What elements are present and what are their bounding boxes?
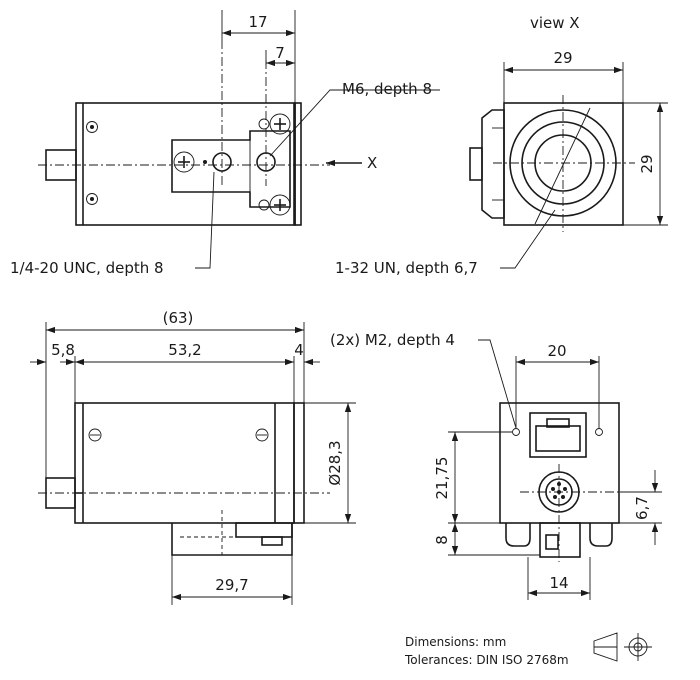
screw-icon [255, 428, 269, 442]
footer-dimensions: Dimensions: mm [405, 635, 506, 649]
label-132un: 1-32 UN, depth 6,7 [335, 259, 478, 277]
leader-m2 [478, 339, 517, 429]
view-x-title: view X [530, 14, 580, 32]
dim-53-2: 53,2 [168, 341, 201, 359]
screw-icon [86, 193, 98, 205]
side-body-outline [74, 402, 295, 524]
dim-8: 8 [433, 535, 451, 545]
side-view: (63) 5,8 53,2 4 Ø28,3 29,7 [30, 309, 356, 605]
view-arrow-label: X [367, 154, 377, 172]
label-unc: 1/4-20 UNC, depth 8 [10, 259, 164, 277]
cross-screw-icon [173, 151, 195, 173]
label-m6: M6, depth 8 [342, 80, 432, 98]
dim-29-width: 29 [553, 49, 572, 67]
thread-hole-icon [258, 199, 270, 211]
dim-6-7: 6,7 [633, 496, 651, 520]
rear-view: 20 21,75 8 6,7 14 (2x) M2, depth 4 [330, 331, 662, 600]
top-view: 17 7 M6, depth 8 1/4-20 UNC, depth 8 X [10, 10, 440, 277]
label-m2: (2x) M2, depth 4 [330, 331, 455, 349]
ethernet-port [529, 412, 587, 458]
dim-7: 7 [275, 44, 285, 62]
dim-17: 17 [248, 13, 267, 31]
dim-20: 20 [547, 342, 566, 360]
cross-screw-icon [269, 194, 291, 216]
dim-63: (63) [163, 309, 194, 327]
footer: Dimensions: mm Tolerances: DIN ISO 2768m [404, 632, 652, 667]
dim-5-8: 5,8 [51, 341, 75, 359]
leader-unc [195, 171, 215, 269]
dim-29-7: 29,7 [215, 576, 248, 594]
dim-diameter-28-3: Ø28,3 [326, 440, 344, 485]
projection-symbol-icon [593, 632, 652, 662]
m2-hole-icon [595, 428, 603, 436]
dim-4: 4 [294, 341, 304, 359]
m2-hole-icon [512, 428, 520, 436]
cross-screw-icon [269, 113, 291, 135]
dim-29-height: 29 [638, 154, 656, 173]
screw-icon [86, 121, 98, 133]
footer-tolerances: Tolerances: DIN ISO 2768m [404, 653, 569, 667]
leader-m6 [269, 89, 440, 157]
dim-14: 14 [549, 574, 568, 592]
dim-21-75: 21,75 [433, 457, 451, 500]
thread-hole-icon [258, 118, 270, 130]
screw-icon [88, 428, 102, 442]
leader-132un [500, 209, 556, 269]
front-view: view X 29 29 1-32 UN, depth 6,7 [335, 14, 668, 277]
